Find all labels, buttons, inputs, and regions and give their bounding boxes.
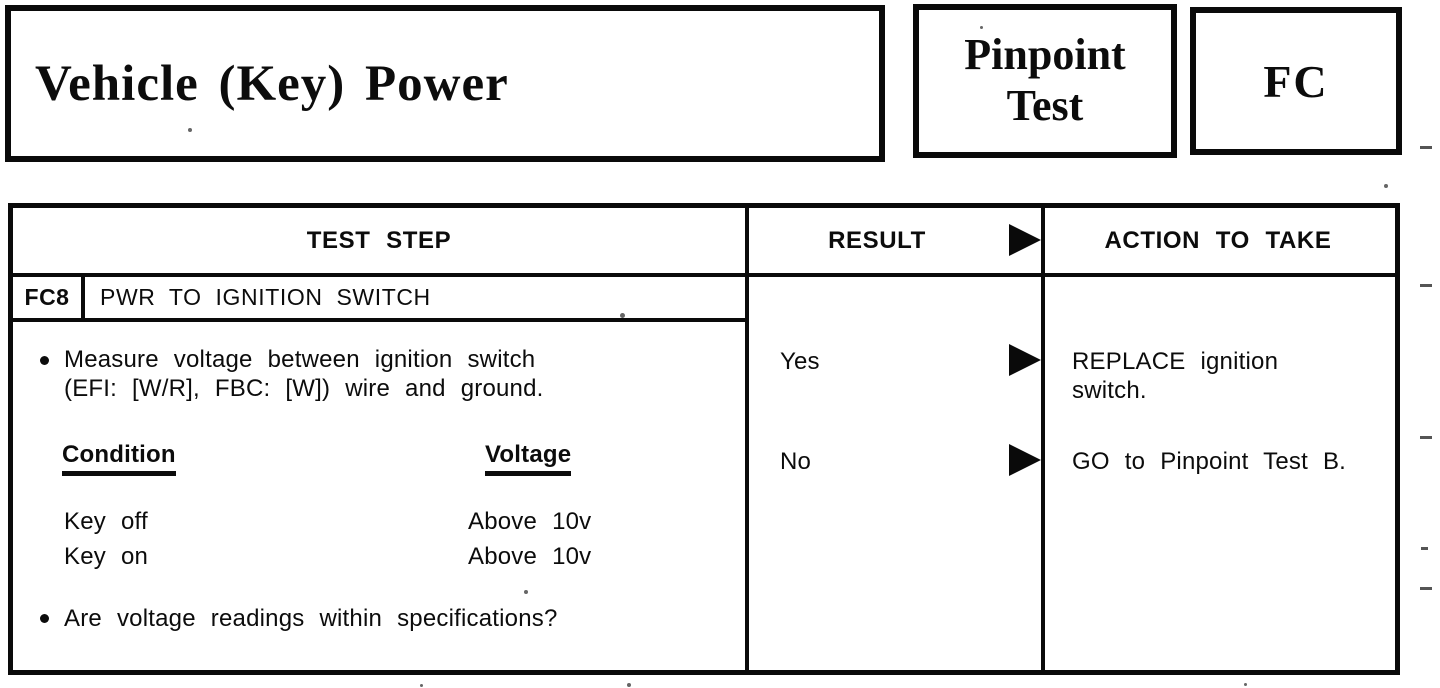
scan-tick-mark [1420, 284, 1432, 287]
action-for-no: GO to Pinpoint Test B. [1072, 447, 1346, 476]
scan-tick-mark [1420, 146, 1432, 149]
page-title: Vehicle (Key) Power [35, 55, 509, 112]
scan-noise-dot [1384, 184, 1388, 188]
spec-voltage-header: Voltage [485, 440, 572, 476]
spec-condition-header: Condition [62, 440, 176, 476]
pinpoint-test-label: Pinpoint Test [964, 30, 1125, 131]
step-question: Are voltage readings within specificatio… [64, 605, 558, 632]
action-line: GO to Pinpoint Test B. [1072, 448, 1347, 475]
bullet-icon [40, 614, 49, 623]
spec-row-voltage: Above 10v [468, 508, 592, 535]
instruction-line: (EFI: [W/R], FBC: [W]) wire and ground. [64, 375, 544, 402]
scan-noise-dot [980, 26, 983, 29]
title-box: Vehicle (Key) Power [5, 5, 885, 162]
column-divider-result-action [1041, 208, 1045, 670]
column-header-test-step: TEST STEP [306, 226, 452, 254]
step-id-divider [81, 277, 85, 318]
test-code: FC [1263, 55, 1329, 107]
column-divider-test-result [745, 208, 749, 670]
result-arrow-icon [1009, 344, 1041, 376]
scan-tick-mark [1420, 587, 1432, 590]
scan-noise-dot [627, 683, 631, 687]
result-no-label: No [780, 448, 812, 475]
instruction-line: Measure voltage between ignition switch [64, 346, 536, 373]
bullet-icon [40, 356, 49, 365]
instruction-text: Measure voltage between ignition switch … [64, 345, 544, 403]
action-line: switch. [1072, 377, 1147, 404]
scan-noise-dot [188, 128, 192, 132]
step-name: PWR TO IGNITION SWITCH [100, 284, 431, 310]
scan-noise-dot [420, 684, 423, 687]
result-yes-label: Yes [780, 348, 820, 375]
spec-row-voltage: Above 10v [468, 543, 592, 570]
scan-noise-dot [524, 590, 528, 594]
scan-tick-mark [1420, 436, 1432, 439]
pinpoint-label-line1: Pinpoint [964, 30, 1126, 80]
action-line: REPLACE ignition [1072, 348, 1279, 375]
column-header-result: RESULT [828, 226, 926, 254]
spec-row-condition: Key off [64, 508, 148, 535]
scan-noise-dot [620, 313, 625, 318]
pinpoint-test-box: Pinpoint Test [913, 4, 1177, 158]
scan-tick-mark [1421, 547, 1428, 550]
result-arrow-icon [1009, 444, 1041, 476]
result-arrow-icon [1009, 224, 1041, 256]
pinpoint-label-line2: Test [1006, 81, 1084, 130]
pinpoint-test-table: TEST STEP RESULT ACTION TO TAKE FC8 PWR … [8, 203, 1400, 675]
test-code-box: FC [1190, 7, 1402, 155]
action-for-yes: REPLACE ignition switch. [1072, 347, 1278, 405]
step-id: FC8 [24, 284, 70, 310]
scan-noise-dot [1244, 683, 1247, 686]
test-step-header-bar: FC8 PWR TO IGNITION SWITCH [13, 277, 749, 322]
spec-row-condition: Key on [64, 543, 149, 570]
column-header-action: ACTION TO TAKE [1104, 226, 1332, 254]
header-row-divider [13, 273, 1395, 277]
